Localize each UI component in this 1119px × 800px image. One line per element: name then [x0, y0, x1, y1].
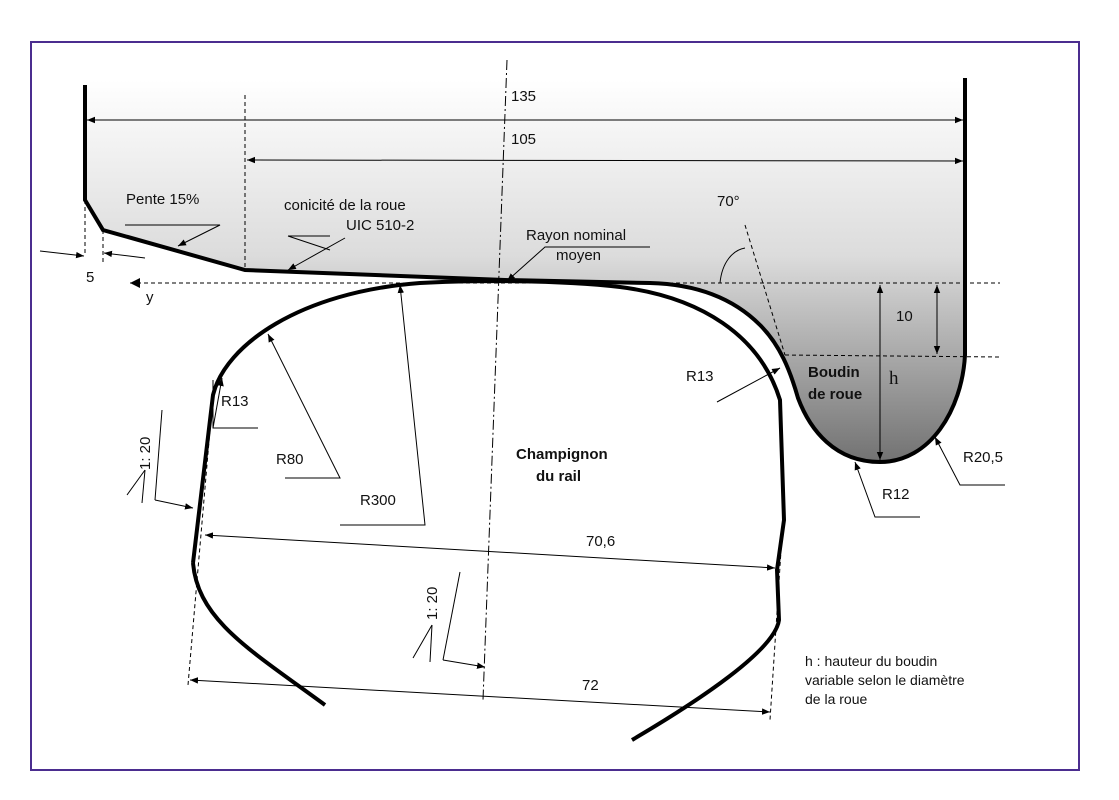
y-axis-label: y: [146, 289, 154, 306]
r80-label: R80: [276, 451, 304, 468]
rail-head-outline: [191, 279, 787, 742]
wheel-profile-outline: [83, 78, 967, 465]
dim-70-6-label: 70,6: [586, 533, 615, 550]
r20-5-label: R20,5: [963, 449, 1003, 466]
dim-10-label: 10: [896, 308, 913, 325]
wheel-profile-fill: [85, 80, 965, 462]
pente-label: Pente 15%: [126, 191, 199, 208]
champignon-label-line2: du rail: [536, 468, 581, 485]
rayon-label-line2: moyen: [556, 247, 601, 264]
boudin-label-line1: Boudin: [808, 364, 860, 381]
r300-label: R300: [360, 492, 396, 509]
boudin-label-line2: de roue: [808, 386, 862, 403]
dim-105-line: [246, 156, 964, 165]
note-line1: h : hauteur du boudin: [805, 653, 937, 669]
dim-105-label: 105: [511, 131, 536, 148]
conicite-label-line2: UIC 510-2: [346, 217, 414, 234]
inclination-left-label: 1: 20: [137, 437, 154, 470]
note-line2: variable selon le diamètre: [805, 672, 965, 688]
dim-72-line: [189, 677, 771, 715]
dim-70-6-line: [204, 532, 776, 571]
r12-label: R12: [882, 486, 910, 503]
champignon-label-line1: Champignon: [516, 446, 608, 463]
conicite-label-line1: conicité de la roue: [284, 197, 406, 214]
inclination-center-label: 1: 20: [424, 587, 441, 620]
reference-lines: [84, 95, 1001, 721]
angle-label: 70°: [717, 193, 740, 210]
rayon-label-line1: Rayon nominal: [526, 227, 626, 244]
frame-border: [30, 41, 1080, 771]
note-line3: de la roue: [805, 691, 867, 707]
dim-5-label: 5: [86, 269, 94, 286]
h-label: h: [889, 368, 899, 389]
center-axis: [482, 59, 508, 701]
r13-right-label: R13: [686, 368, 714, 385]
r13-left-label: R13: [221, 393, 249, 410]
dim-72-label: 72: [582, 677, 599, 694]
dim-135-label: 135: [511, 88, 536, 105]
